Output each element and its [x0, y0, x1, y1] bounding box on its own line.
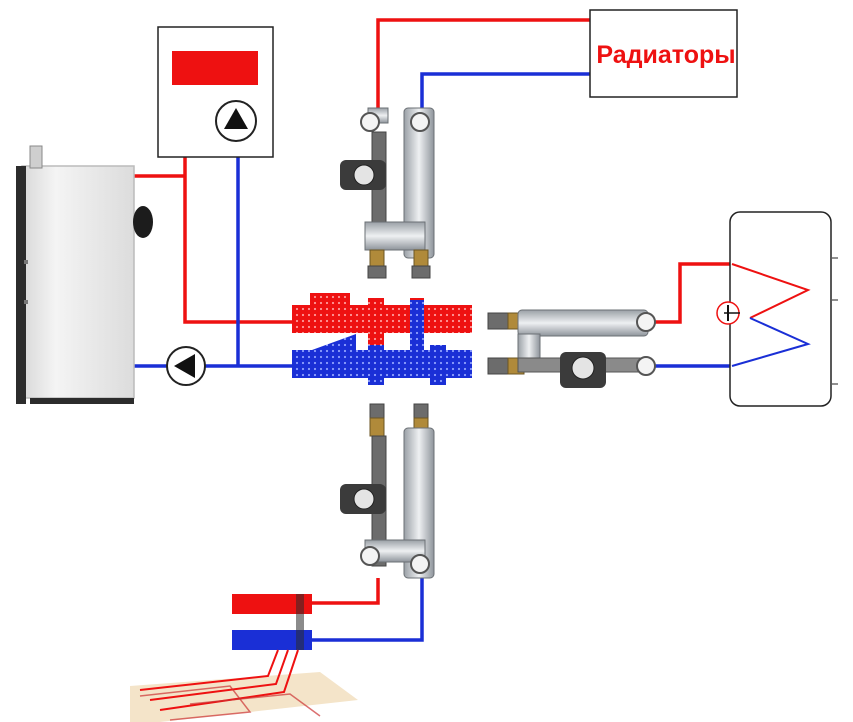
radiators-supply-pipe	[376, 18, 590, 115]
pump-group-icon	[340, 403, 435, 579]
heater-supply-pipe	[655, 262, 732, 324]
underfloor-heating-loop-icon	[130, 649, 358, 722]
floor-return-manifold	[232, 630, 312, 650]
boiler-icon	[16, 145, 153, 404]
radiators-box: Радиаторы	[589, 9, 738, 98]
thermostat-icon	[716, 301, 740, 325]
pump-group-icon	[340, 107, 435, 279]
hydraulic-separator-icon	[292, 293, 472, 385]
heater-coil-cold	[731, 317, 811, 367]
radiators-return-pipe	[420, 72, 590, 115]
floor-supply-pipe	[312, 578, 380, 605]
floor-supply-manifold	[232, 594, 312, 614]
boiler-water-heater-icon	[716, 211, 838, 407]
floor-heating-manifold-icon	[232, 594, 312, 650]
pump-group-icon	[487, 309, 656, 388]
expansion-tank-icon	[157, 26, 274, 158]
radiators-label: Радиаторы	[596, 41, 735, 69]
heater-coil-hot	[731, 263, 811, 319]
floor-return-pipe	[312, 578, 424, 642]
pump-icon	[166, 346, 206, 386]
